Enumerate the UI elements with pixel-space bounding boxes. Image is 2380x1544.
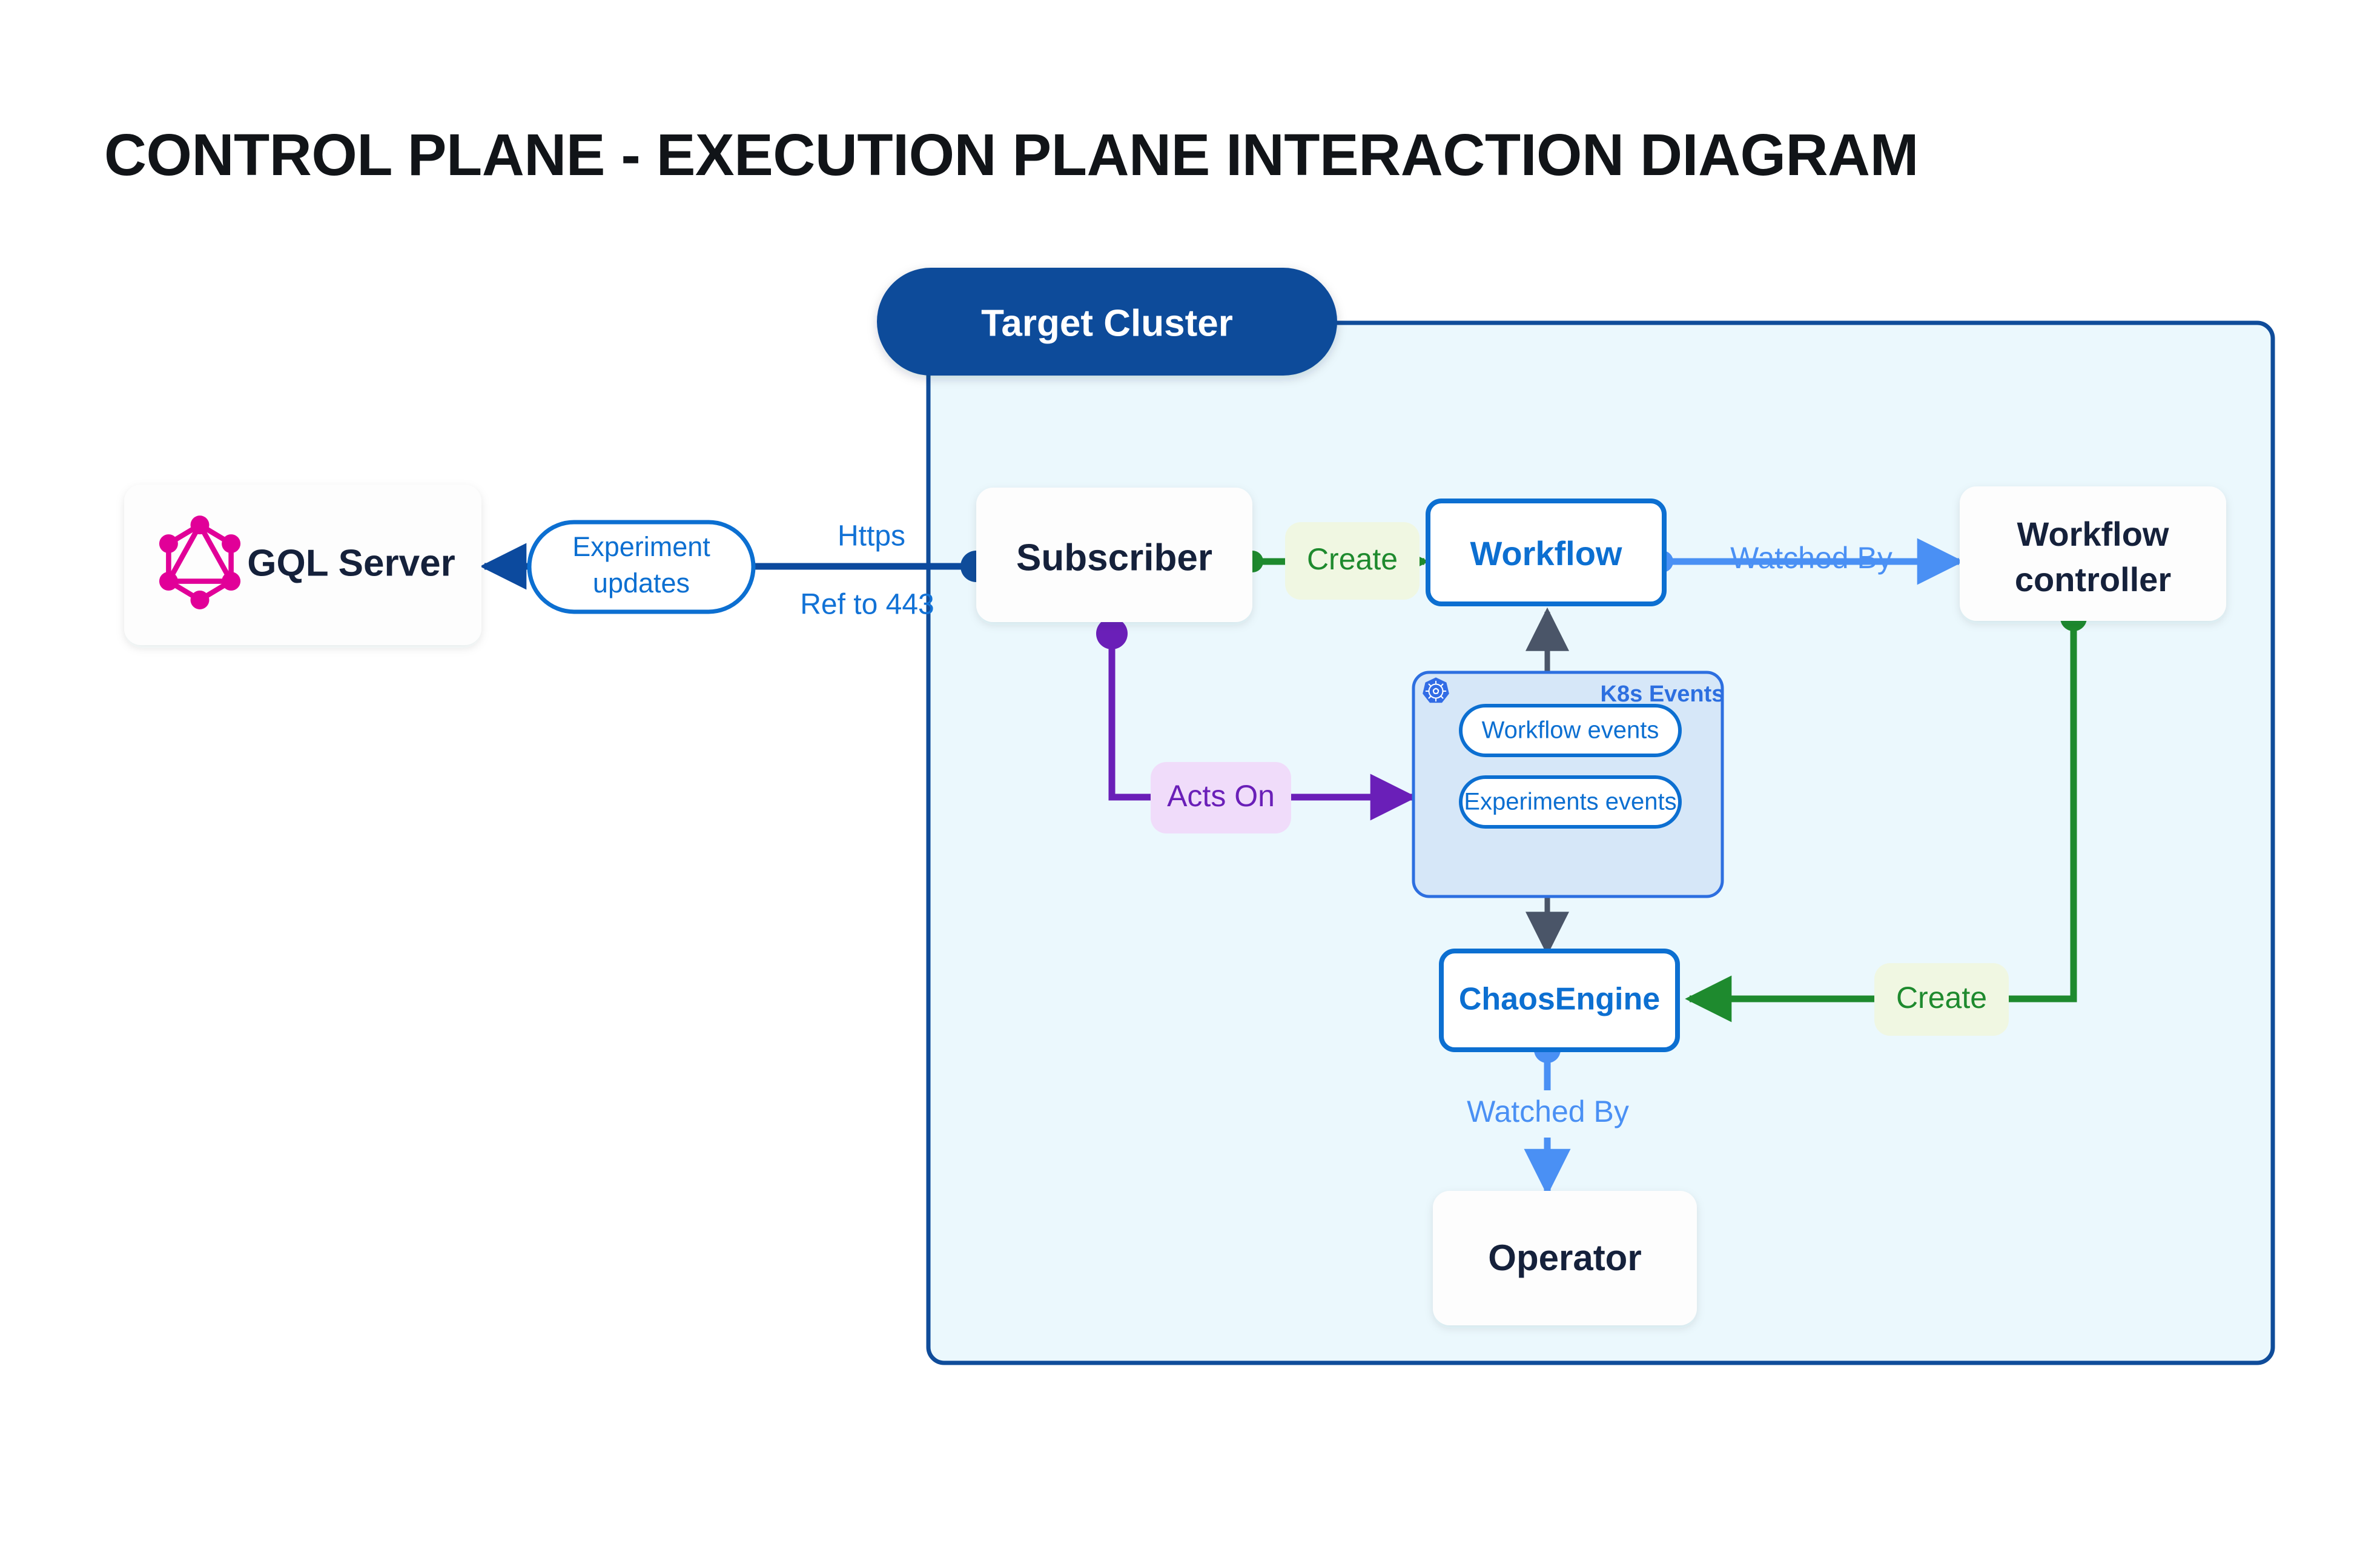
node-gql-server[interactable]: GQL Server [124,485,481,645]
edge-label-watched-by-operator: Watched By [1453,1090,1642,1138]
edge-label-acts-on: Acts On [1151,762,1291,833]
page-title: CONTROL PLANE - EXECUTION PLANE INTERACT… [104,122,1919,188]
node-operator[interactable]: Operator [1433,1191,1697,1325]
target-cluster-badge-label: Target Cluster [981,302,1233,344]
graphql-icon [159,515,241,609]
edge-acts-on [1096,618,1417,821]
node-label-workflow: Workflow [1470,534,1622,572]
node-label-gql-server: GQL Server [247,542,455,584]
edge-label-text: Acts On [1167,779,1275,813]
kubernetes-icon [1423,677,1449,703]
edge-label-create-workflow: Create [1285,522,1420,600]
k8s-event-item-label: Experiments events [1464,789,1676,815]
edge-label-create-chaosengine: Create [1874,963,2009,1036]
k8s-event-item-experiments-events[interactable]: Experiments events [1459,775,1682,829]
node-label-operator: Operator [1488,1238,1641,1278]
edge-label-text: Create [1307,542,1398,576]
target-cluster-badge[interactable]: Target Cluster [877,268,1337,376]
edge-label-https: Https [838,520,905,552]
k8s-events-title: K8s Events [1601,681,1725,707]
node-workflow-controller[interactable]: Workflow controller [1960,486,2226,621]
edge-label-ref-to-443: Ref to 443 [800,589,934,621]
node-workflow[interactable]: Workflow [1426,499,1667,606]
node-chaos-engine[interactable]: ChaosEngine [1439,949,1680,1052]
node-label-workflow-controller-line1: Workflow [2017,515,2169,553]
edge-label-line2: updates [593,568,690,598]
edge-endpoint-dot [1096,618,1128,649]
node-subscriber[interactable]: Subscriber [976,488,1252,622]
edge-label-experiment-updates: Experiment updates [527,520,756,614]
k8s-event-item-label: Workflow events [1482,717,1659,744]
node-label-subscriber: Subscriber [1016,537,1212,578]
k8s-event-item-workflow-events[interactable]: Workflow events [1459,704,1682,757]
edge-label-line1: Experiment [572,531,710,562]
edge-label-watched-by-controller: Watched By [1730,541,1892,575]
node-label-chaos-engine: ChaosEngine [1459,982,1660,1017]
edge-label-text: Watched By [1467,1095,1629,1128]
node-label-workflow-controller-line2: controller [2015,560,2171,598]
edge-label-text: Create [1896,981,1987,1015]
